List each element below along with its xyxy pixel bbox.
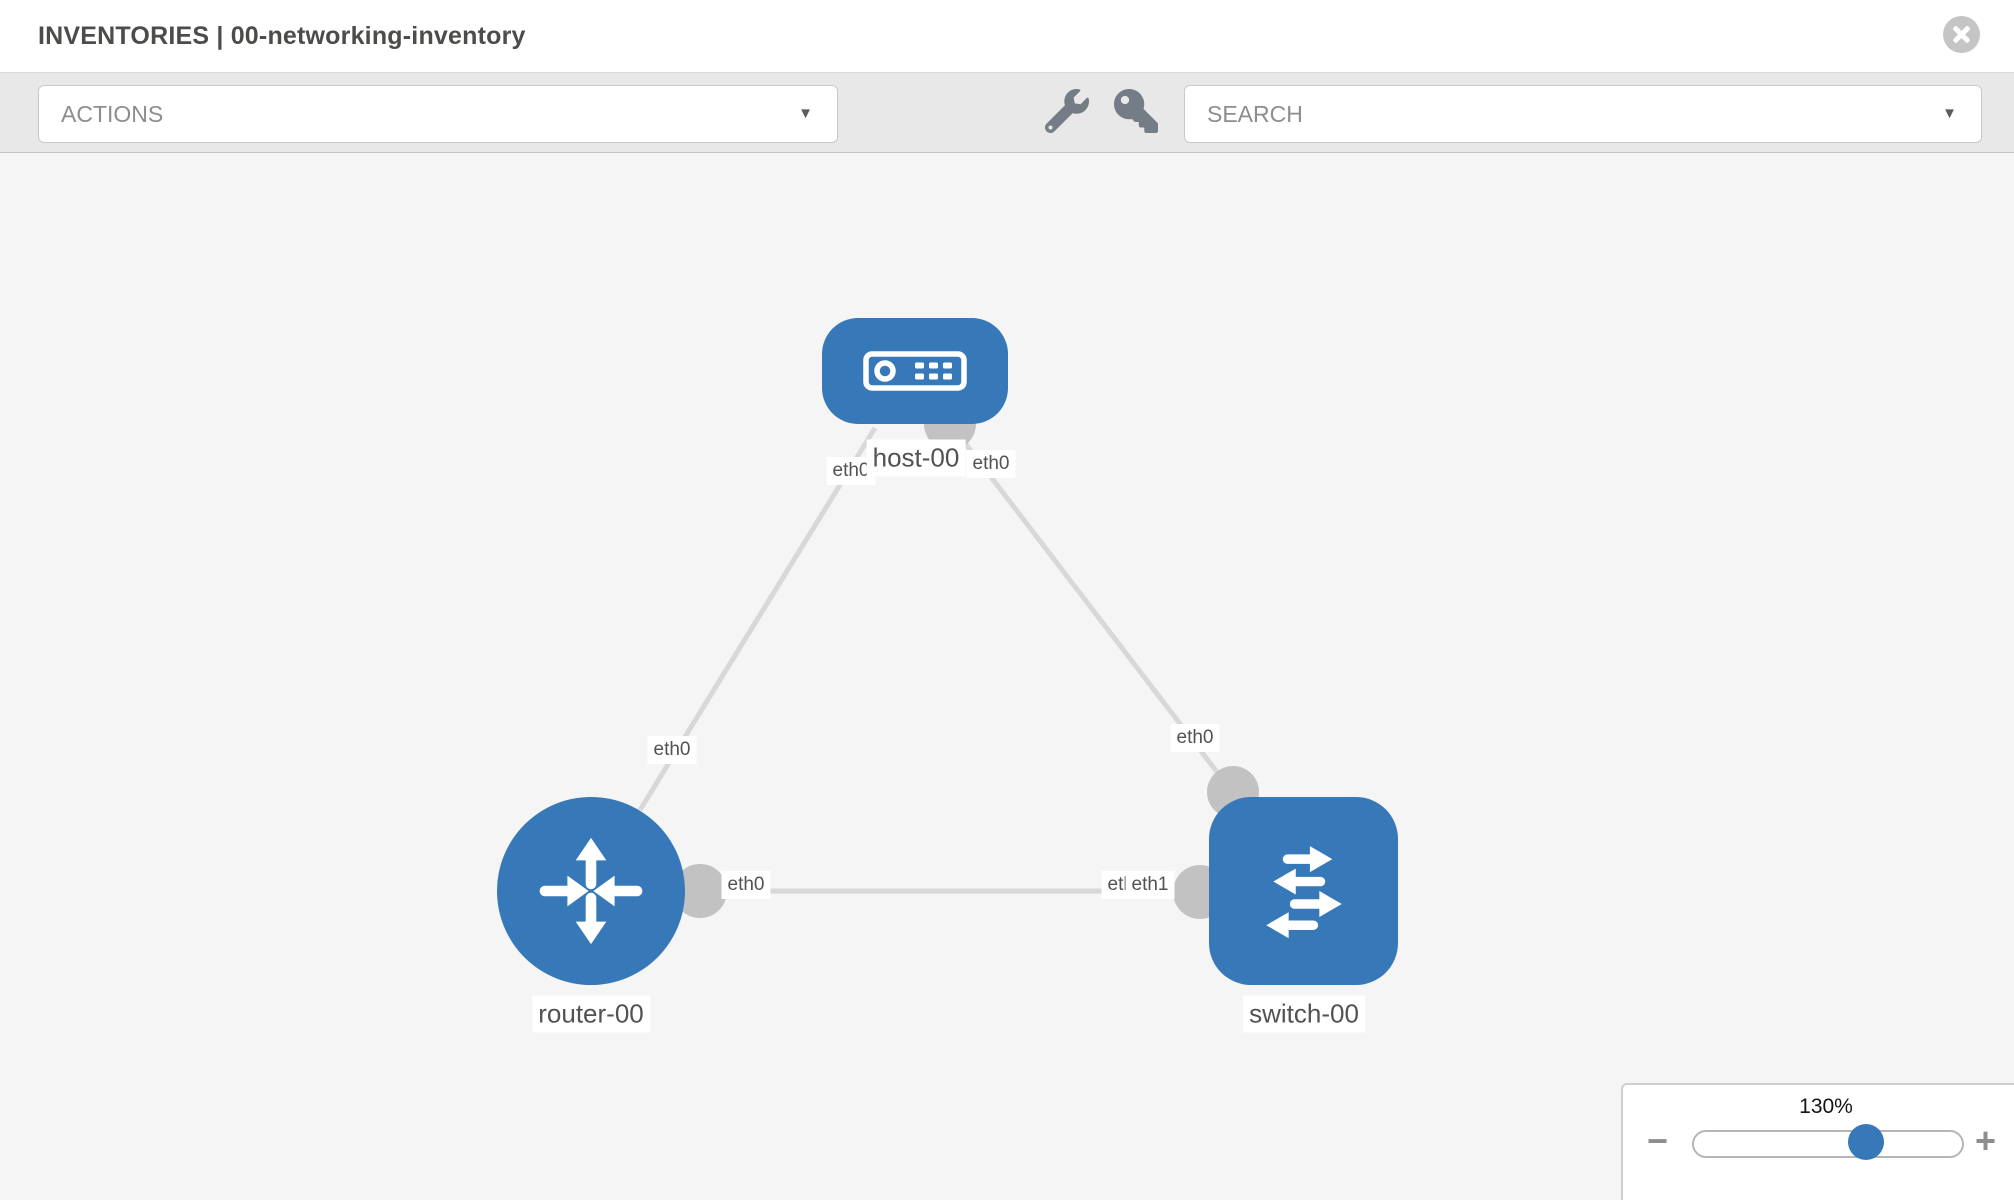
node-router-00[interactable] <box>497 797 685 985</box>
interface-label: eth0 <box>721 871 771 899</box>
interface-label: eth0 <box>1170 724 1220 752</box>
zoom-control-panel: 130% − + <box>1621 1083 2014 1200</box>
search-dropdown-label: SEARCH <box>1207 101 1303 127</box>
actions-dropdown[interactable]: ACTIONS <box>38 85 838 143</box>
host-icon <box>863 351 967 391</box>
actions-dropdown-label: ACTIONS <box>61 101 164 127</box>
interface-label: eth0 <box>966 450 1016 478</box>
switch-icon <box>1265 846 1342 939</box>
node-label-router: router-00 <box>532 995 650 1033</box>
zoom-percentage: 130% <box>1799 1095 1853 1118</box>
zoom-out-button[interactable]: − <box>1647 1120 1669 1161</box>
router-icon <box>539 837 643 945</box>
wrench-button[interactable] <box>1044 89 1089 134</box>
node-label-switch: switch-00 <box>1243 995 1365 1033</box>
interface-connector-router <box>673 864 727 918</box>
key-icon <box>1114 89 1158 133</box>
interface-label: eth1 <box>1125 871 1175 899</box>
node-switch-00[interactable] <box>1209 797 1398 985</box>
toolbar: ACTIONS SEARCH <box>0 73 2014 153</box>
header: INVENTORIES | 00-networking-inventory <box>0 0 2014 73</box>
wrench-icon <box>1044 89 1089 134</box>
node-label-host: host-00 <box>866 439 966 477</box>
key-button[interactable] <box>1114 89 1158 133</box>
zoom-slider-thumb[interactable] <box>1847 1124 1884 1160</box>
node-host-00[interactable] <box>822 318 1008 424</box>
interface-label: eth0 <box>647 736 697 764</box>
topology-canvas[interactable] <box>0 153 2014 1200</box>
zoom-in-button[interactable]: + <box>1975 1120 1997 1161</box>
search-dropdown[interactable]: SEARCH <box>1184 85 1982 143</box>
page-title: INVENTORIES | 00-networking-inventory <box>38 22 526 50</box>
close-button[interactable] <box>1943 16 1980 53</box>
zoom-slider[interactable] <box>1692 1124 1964 1160</box>
